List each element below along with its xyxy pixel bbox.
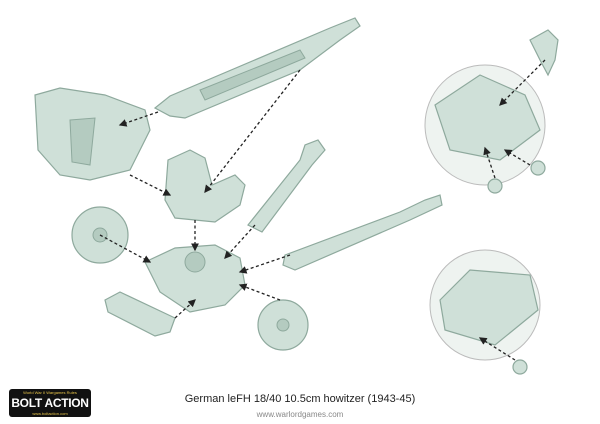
- diagram-caption: German leFH 18/40 10.5cm howitzer (1943-…: [184, 393, 416, 405]
- logo-tagline: World War II Wargames Rules: [23, 390, 77, 395]
- gun-shield-part: [34, 87, 151, 181]
- logo-url: www.boltaction.com: [32, 411, 68, 416]
- cradle-part: [164, 149, 246, 223]
- trail-right-part: [282, 194, 443, 271]
- barrel-part: [153, 17, 361, 119]
- trail-left-part: [247, 139, 326, 233]
- carriage-part: [144, 244, 246, 313]
- bolt-action-logo: World War II Wargames Rules BOLT ACTION …: [9, 389, 91, 417]
- logo-title: BOLT ACTION: [11, 396, 89, 410]
- axle-part: [104, 291, 176, 337]
- small-handwheel-part: [487, 29, 559, 375]
- assembly-arrows: [99, 59, 546, 361]
- website-link: www.warlordgames.com: [256, 410, 344, 419]
- detail-inset-top: [424, 64, 546, 186]
- detail-inset-bottom: [429, 249, 541, 361]
- right-wheel-part: [257, 299, 309, 351]
